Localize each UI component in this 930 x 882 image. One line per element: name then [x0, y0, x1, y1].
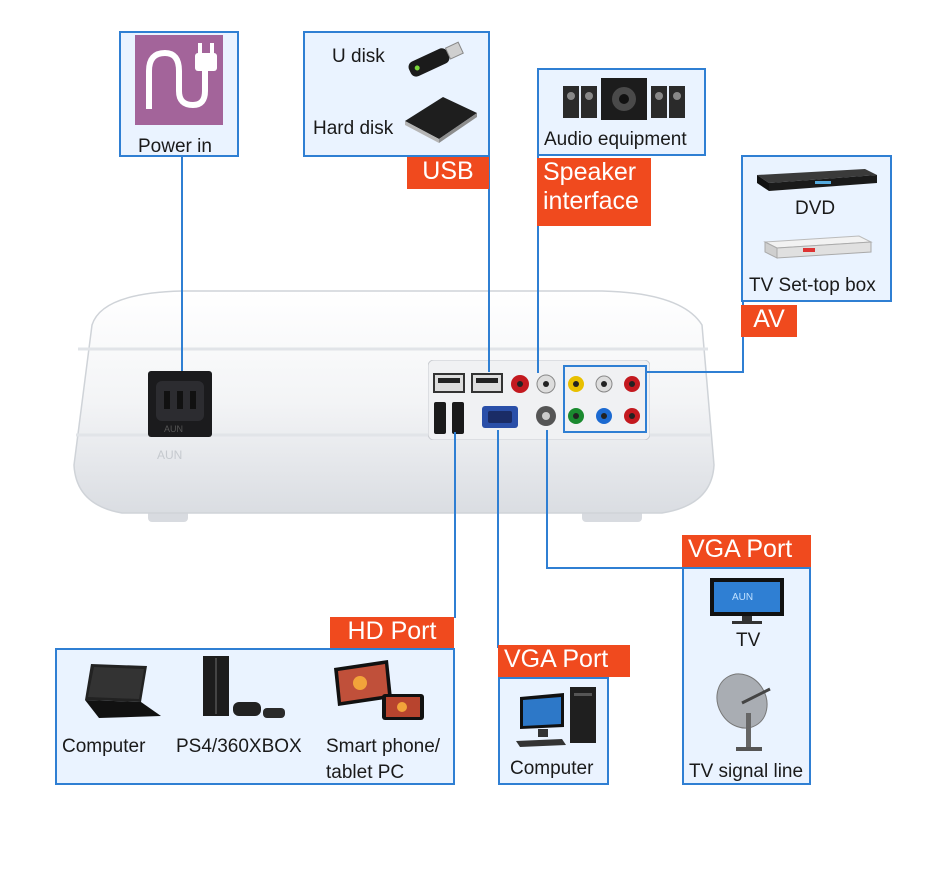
hd-tag: HD Port: [330, 617, 454, 649]
vga-right-box: AUN TV TV signal line: [682, 567, 811, 785]
dvd-label: DVD: [795, 198, 836, 219]
wire-av-v: [742, 302, 744, 373]
speaker-tag-line1: Speaker: [543, 158, 637, 186]
set-top-box-label: TV Set-top box: [749, 275, 876, 296]
laptop-icon: [77, 660, 163, 722]
hd-computer-label: Computer: [62, 736, 146, 757]
audio-equipment-label: Audio equipment: [544, 129, 687, 150]
svg-text:AUN: AUN: [157, 448, 182, 462]
vga-mid-tag: VGA Port: [498, 645, 630, 677]
wire-hd: [454, 432, 456, 618]
u-disk-label: U disk: [332, 46, 385, 67]
desktop-computer-icon: [514, 683, 600, 749]
smart-phone-label: Smart phone/ tablet PC: [326, 736, 440, 784]
vga-right-tag: VGA Port: [682, 535, 811, 567]
usb-drive-icon: [401, 38, 467, 80]
usb-box: U disk Hard disk: [303, 31, 490, 157]
power-socket: AUN: [148, 371, 212, 437]
wire-vga-right-h: [546, 567, 684, 569]
svg-text:AUN: AUN: [732, 592, 753, 603]
plug-icon: [135, 35, 223, 125]
usb-tag: USB: [407, 157, 489, 189]
power-label: Power in: [138, 136, 212, 157]
game-console-icon: [197, 654, 287, 724]
set-top-box-icon: [763, 232, 873, 262]
hd-box: Computer PS4/360XBOX Smart phone/ tablet…: [55, 648, 455, 785]
speaker-tag: Speaker interface: [537, 158, 651, 226]
av-box: DVD TV Set-top box: [741, 155, 892, 302]
vga-mid-box: Computer: [498, 677, 609, 785]
hard-disk-icon: [401, 91, 481, 143]
power-box: Power in: [119, 31, 239, 157]
wire-usb: [488, 156, 490, 372]
tv-icon: AUN: [708, 576, 786, 624]
svg-text:AUN: AUN: [164, 424, 183, 434]
port-panel: [428, 360, 650, 440]
av-tag: AV: [741, 305, 797, 337]
projector-body: AUN: [62, 285, 722, 535]
tv-label: TV: [736, 630, 761, 651]
speaker-tag-line2: interface: [543, 186, 639, 215]
tablet-phone-icon: [330, 658, 426, 724]
smart-phone-line1: Smart phone/: [326, 736, 441, 757]
vga-mid-computer-label: Computer: [510, 758, 594, 779]
console-label: PS4/360XBOX: [176, 736, 302, 757]
dvd-player-icon: [755, 165, 879, 195]
satellite-dish-icon: [714, 669, 784, 754]
wire-speaker: [537, 156, 539, 373]
wire-power: [181, 156, 183, 371]
wire-vga-mid: [497, 430, 499, 648]
hard-disk-label: Hard disk: [313, 118, 394, 139]
speaker-system-icon: [561, 76, 687, 122]
tv-signal-label: TV signal line: [689, 761, 804, 782]
smart-phone-line2: tablet PC: [326, 761, 405, 783]
wire-av-h: [646, 371, 744, 373]
speaker-box: Audio equipment: [537, 68, 706, 156]
wire-vga-right-v: [546, 430, 548, 568]
